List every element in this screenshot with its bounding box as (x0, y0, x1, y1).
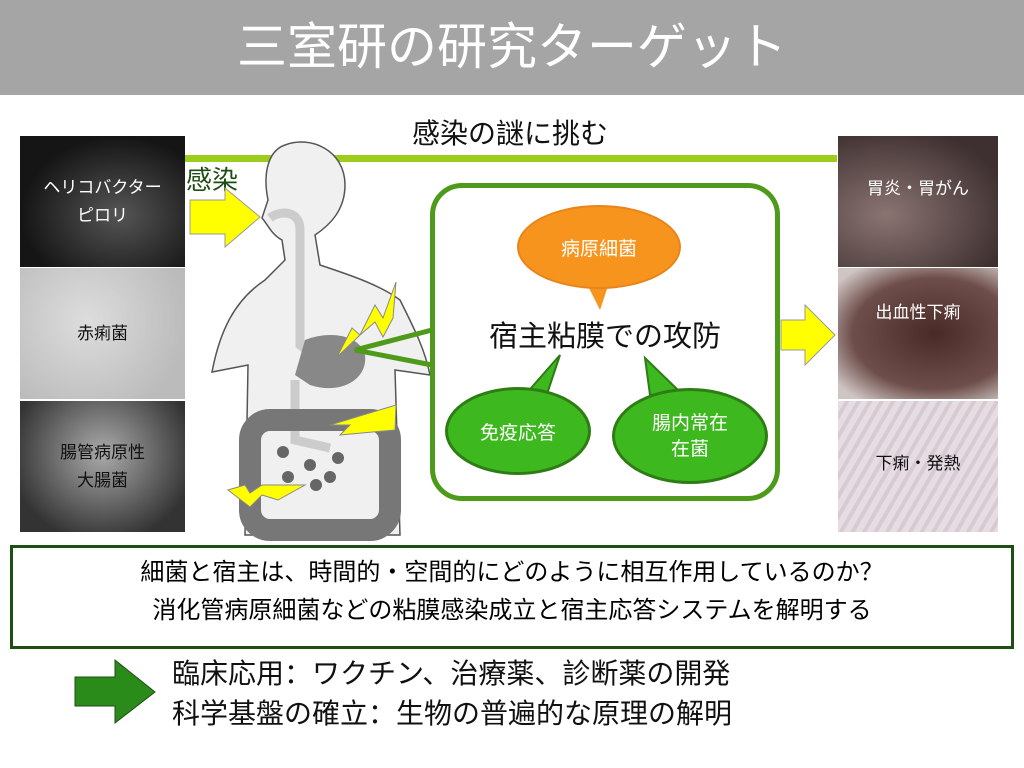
hemorrhagic-diarrhea-image: 出血性下痢 (838, 268, 998, 399)
flora-bubble: 腸内常在在菌 (612, 388, 768, 484)
lightning-icon (329, 404, 397, 436)
result-arrow-icon (780, 303, 836, 367)
pathogen-label: ピロリ (76, 205, 128, 226)
helicobacter-image: ヘリコバクターピロリ (20, 136, 185, 267)
outcome-science: 科学基盤の確立：生物の普遍的な原理の解明 (172, 697, 733, 730)
question-line: 細菌と宿主は、時間的・空間的にどのように相互作用しているのか？ (140, 558, 884, 586)
title-bar (0, 0, 1024, 95)
pathogen-label: 大腸菌 (77, 470, 128, 491)
flora-label: 腸内常在 (651, 412, 728, 434)
research-question-box: 細菌と宿主は、時間的・空間的にどのように相互作用しているのか？ 消化管病原細菌な… (10, 545, 1014, 649)
gastritis-image: 胃炎・胃がん (838, 136, 998, 267)
pathogen-bubble: 病原細菌 (517, 205, 681, 289)
slide-title: 三室研の研究ターゲット (237, 18, 787, 76)
disease-label: 胃炎・胃がん (867, 179, 969, 199)
disease-label: 出血性下痢 (875, 303, 961, 323)
lightning-icon (336, 281, 397, 358)
disease-label: 下痢・発熱 (875, 454, 961, 474)
mucosa-callout-box (430, 183, 780, 501)
green-divider-line (185, 155, 837, 162)
callout-pointer (354, 327, 433, 368)
question-line: 消化管病原細菌などの粘膜感染成立と宿主応答システムを解明する (152, 596, 872, 624)
diarrhea-fever-image: 下痢・発熱 (838, 401, 998, 532)
pathogen-label: ヘリコバクター (43, 177, 162, 198)
shigella-image: 赤痢菌 (20, 268, 185, 399)
infection-arrow-icon (189, 186, 261, 249)
outcome-clinical: 臨床応用：ワクチン、治療薬、診断薬の開発 (172, 657, 731, 690)
outcome-arrow-icon (74, 658, 156, 725)
immune-bubble: 免疫応答 (445, 387, 591, 475)
pathogen-label: 腸管病原性 (60, 442, 145, 463)
subtitle: 感染の謎に挑む (411, 117, 608, 150)
flora-label: 在菌 (670, 438, 709, 460)
lightning-icon (226, 484, 307, 508)
human-body-icon (211, 141, 431, 541)
mucosa-title: 宿主粘膜での攻防 (488, 319, 721, 353)
epec-image: 腸管病原性大腸菌 (20, 401, 185, 532)
pathogen-label: 赤痢菌 (77, 323, 128, 344)
